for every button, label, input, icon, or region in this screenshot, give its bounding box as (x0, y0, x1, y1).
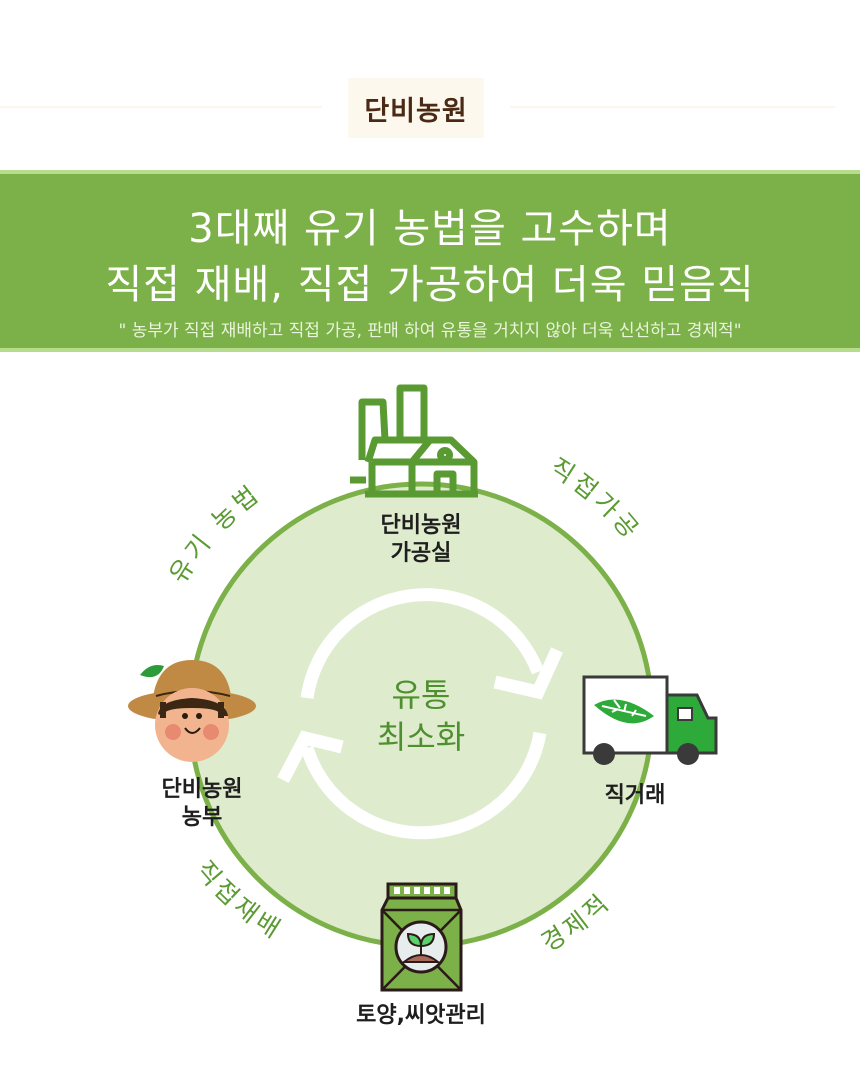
banner-title-line1: 3대째 유기 농법을 고수하며 (188, 206, 672, 252)
center-line2: 최소화 (376, 718, 466, 756)
node-label-truck: 직거래 (580, 782, 690, 810)
brand-name: 단비농원 (364, 95, 468, 127)
farmer-subtitle: 농부 (181, 805, 223, 830)
truck-icon (582, 675, 718, 765)
cycle-graphic: 유기 농법 직접가공 경제적 직접재배 (128, 384, 718, 992)
brand-badge: 단비농원 (348, 78, 484, 138)
distribution-cycle-diagram: 유기 농법 직접가공 경제적 직접재배 (0, 352, 860, 1075)
node-label-farmer: 단비농원 농부 (132, 776, 272, 832)
factory-subtitle: 가공실 (390, 541, 452, 566)
node-label-factory: 단비농원 가공실 (351, 512, 491, 568)
cycle-arrows-icon (277, 588, 563, 840)
seed-name: 토양,씨앗관리 (356, 1003, 486, 1028)
banner-subtitle: " 농부가 직접 재배하고 직접 가공, 판매 하여 유통을 거치지 않아 더욱… (118, 321, 742, 341)
farmer-name: 단비농원 (161, 777, 243, 802)
seed-bag-icon (380, 882, 463, 992)
farmer-icon (128, 660, 256, 762)
hero-banner: 3대째 유기 농법을 고수하며 직접 재배, 직접 가공하여 더욱 믿음직 " … (0, 170, 860, 352)
header-divider-right (510, 106, 835, 108)
truck-name: 직거래 (604, 783, 666, 808)
center-line1: 유통 (391, 676, 451, 714)
header-divider-left (0, 106, 322, 108)
banner-title-line2: 직접 재배, 직접 가공하여 더욱 믿음직 (105, 262, 755, 308)
factory-name: 단비농원 (380, 513, 462, 538)
factory-icon (350, 384, 478, 498)
node-label-seed: 토양,씨앗관리 (331, 1002, 511, 1030)
center-label: 유통 최소화 (341, 674, 501, 758)
